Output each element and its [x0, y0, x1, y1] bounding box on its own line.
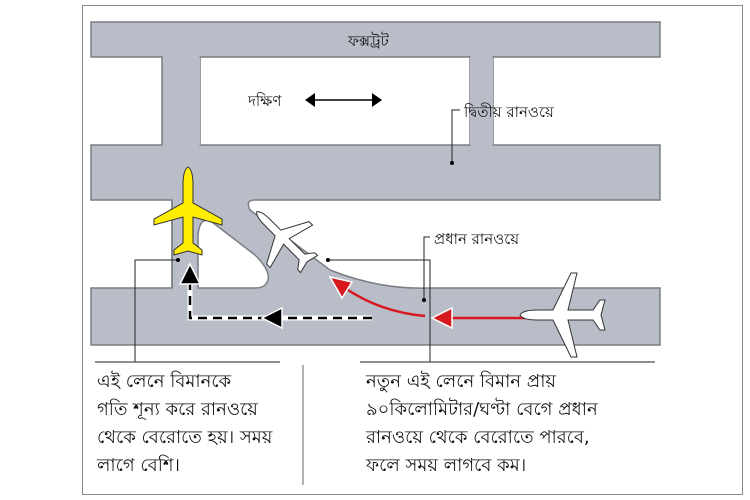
- red-arrow-icon: [430, 306, 453, 330]
- caption-line: গতি শূন্য করে রানওয়ে: [97, 399, 258, 420]
- connector-right: [470, 57, 493, 145]
- callout-lines: [95, 109, 655, 485]
- double-arrow-icon: [305, 93, 382, 107]
- caption-line: থেকে বেরোতে হয়। সময়: [97, 427, 273, 448]
- landing-plane-icon: [519, 272, 606, 358]
- caption-line: রানওয়ে থেকে বেরোতে পারবে,: [366, 427, 590, 448]
- caption-slow-exit: এই লেনে বিমানকে গতি শূন্য করে রানওয়ে থে…: [97, 368, 272, 480]
- label-foxtrot: ফক্সট্রট: [348, 32, 389, 50]
- arrow-left-icon: [260, 306, 283, 330]
- label-main-runway: প্রধান রানওয়ে: [434, 230, 520, 248]
- caption-line: নতুন এই লেনে বিমান প্রায়: [366, 371, 557, 392]
- red-arrow-icon: [328, 275, 354, 300]
- diagram-frame: [82, 5, 743, 495]
- connector-left: [163, 57, 200, 145]
- slow-exit-path: [178, 262, 372, 330]
- inner-block: [199, 56, 471, 146]
- label-second-runway: দ্বিতীয় রানওয়ে: [464, 103, 554, 121]
- caption-fast-exit: নতুন এই লেনে বিমান প্রায় ৯০কিলোমিটার/ঘণ…: [366, 368, 598, 480]
- caption-line: লাগে বেশি।: [97, 455, 180, 476]
- caption-line: ফলে সময় লাগবে কম।: [366, 455, 527, 476]
- exit-island: [197, 219, 270, 289]
- caption-line: ৯০কিলোমিটার/ঘণ্টা বেগে প্রধান: [366, 399, 598, 420]
- caption-line: এই লেনে বিমানকে: [97, 371, 232, 392]
- label-south: দক্ষিণ: [248, 92, 282, 110]
- arrow-up-icon: [178, 262, 202, 285]
- exiting-plane-icon: [256, 211, 319, 274]
- yellow-plane-icon: [153, 166, 223, 256]
